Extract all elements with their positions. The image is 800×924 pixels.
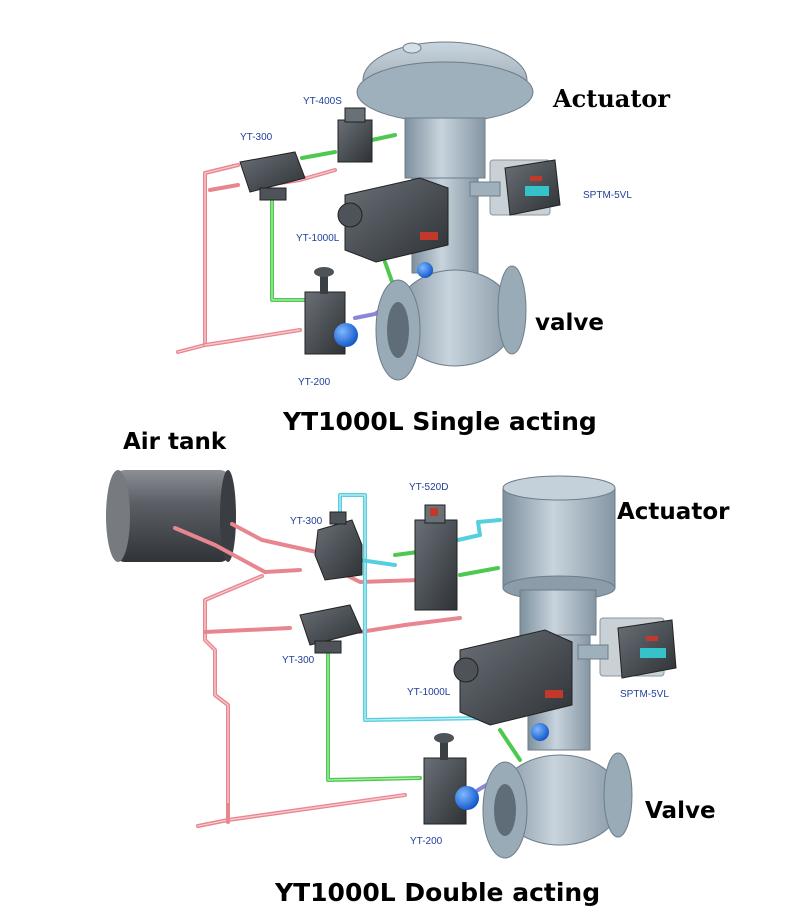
- label-yt200-bottom: YT-200: [410, 836, 443, 847]
- label-sptm-bottom: SPTM-5VL: [620, 689, 669, 700]
- label-yt300-top: YT-300: [240, 132, 273, 143]
- sptm-transmitter-bottom: [577, 617, 677, 679]
- title-double-acting: YT1000L Double acting: [274, 878, 600, 907]
- label-yt200-top: YT-200: [298, 377, 331, 388]
- valve-body-bottom: [482, 752, 633, 859]
- signal-pipes-bottom: [326, 550, 522, 782]
- label-yt400s: YT-400S: [303, 96, 342, 107]
- actuator-top: [356, 41, 534, 274]
- label-yt1000l-bottom: YT-1000L: [407, 687, 451, 698]
- double-acting-diagram: YT-520D YT-300 YT-300 YT-1000L SPTM-5VL …: [106, 429, 730, 907]
- label-yt520d: YT-520D: [409, 482, 448, 493]
- air-tank-label: Air tank: [123, 429, 227, 455]
- label-yt1000l-top: YT-1000L: [296, 233, 340, 244]
- cyan-pipes-bottom: [338, 493, 502, 722]
- yt300-device-top: [239, 151, 306, 201]
- valve-label-bottom: Valve: [645, 798, 716, 824]
- yt300-device-lower: [299, 604, 363, 654]
- label-sptm-top: SPTM-5VL: [583, 190, 632, 201]
- label-yt300-upper: YT-300: [290, 516, 323, 527]
- actuator-label-bottom: Actuator: [617, 499, 730, 525]
- label-yt300-lower: YT-300: [282, 655, 315, 666]
- valve-label-top: valve: [535, 310, 604, 336]
- air-tank: [106, 470, 236, 562]
- single-acting-diagram: YT-400S YT-300 YT-1000L SPTM-5VL YT-200 …: [176, 41, 670, 436]
- title-single-acting: YT1000L Single acting: [282, 407, 597, 436]
- yt300-device-upper: [314, 511, 363, 581]
- valve-body-top: [375, 265, 527, 381]
- yt520d-device: [414, 504, 458, 611]
- yt1000l-positioner-bottom: [453, 629, 573, 741]
- yt400s-device: [337, 107, 373, 163]
- actuator-label-top: Actuator: [552, 84, 670, 113]
- yt1000l-positioner-top: [337, 177, 449, 278]
- yt200-regulator-top: [304, 267, 358, 355]
- yt200-regulator-bottom: [423, 733, 479, 825]
- sptm-transmitter-top: [469, 159, 561, 216]
